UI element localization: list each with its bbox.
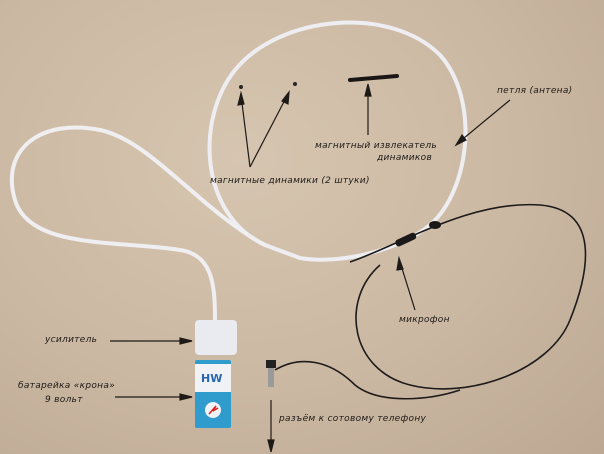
amplifier bbox=[195, 320, 237, 355]
clip bbox=[429, 221, 441, 229]
label-extractor: магнитный извлекатель bbox=[315, 141, 438, 151]
audio-jack bbox=[268, 365, 274, 387]
label-amplifier: усилитель bbox=[45, 335, 98, 345]
phone-cable bbox=[274, 360, 461, 400]
black-cable bbox=[349, 203, 587, 390]
battery-logo: HW bbox=[201, 372, 222, 385]
label-speakers: магнитные динамики (2 штуки) bbox=[210, 176, 370, 186]
label-battery: батарейка «крона» bbox=[18, 381, 115, 391]
label-microphone: микрофон bbox=[399, 315, 450, 325]
magnetic-extractor bbox=[348, 74, 399, 82]
speaker-2 bbox=[293, 82, 297, 86]
label-connector: разъём к сотовому телефону bbox=[279, 414, 427, 424]
white-cable bbox=[9, 125, 266, 326]
microphone bbox=[395, 232, 417, 247]
label-extractor-2: динамиков bbox=[377, 153, 433, 163]
speaker-1 bbox=[239, 85, 243, 89]
label-battery-2: 9 вольт bbox=[45, 395, 83, 405]
label-loop: петля (антена) bbox=[497, 86, 573, 96]
